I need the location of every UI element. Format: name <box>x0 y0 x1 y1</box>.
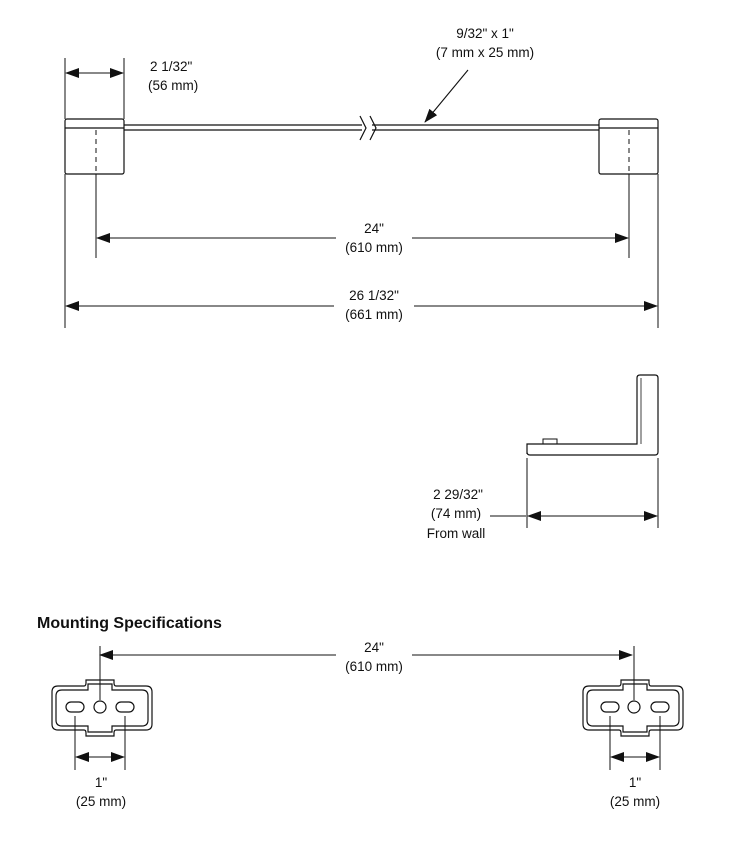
set-screw <box>542 438 558 445</box>
end-width-imperial: 2 1/32" <box>150 59 193 74</box>
end-width-metric: (56 mm) <box>148 78 198 93</box>
bar-section-imperial: 9/32" x 1" <box>456 26 514 41</box>
mounting-span-imperial: 24" <box>364 640 384 655</box>
right-plate-extension-lines <box>609 646 661 770</box>
projection-note: From wall <box>427 526 486 541</box>
overall-length-imperial: 26 1/32" <box>349 288 399 303</box>
left-plate-extension-lines <box>74 646 126 770</box>
center-span-imperial: 24" <box>364 221 384 236</box>
center-span-metric: (610 mm) <box>345 240 403 255</box>
mounting-span-metric: (610 mm) <box>345 659 403 674</box>
right-screw-hole <box>627 700 641 714</box>
left-mounting-plate <box>51 679 153 737</box>
right-mounting-plate <box>582 679 684 737</box>
projection-imperial: 2 29/32" <box>433 487 483 502</box>
projection-metric: (74 mm) <box>431 506 481 521</box>
projection-extension-lines <box>490 458 659 528</box>
right-slot-spacing-metric: (25 mm) <box>610 794 660 809</box>
right-slot-b <box>650 701 670 713</box>
top-view: 2 1/32" (56 mm) 9/32" x 1" (7 mm x 25 mm… <box>64 26 659 328</box>
right-slot-a <box>600 701 620 713</box>
overall-length-metric: (661 mm) <box>345 307 403 322</box>
left-slot-a <box>65 701 85 713</box>
bar-section-metric: (7 mm x 25 mm) <box>436 45 534 60</box>
bracket-profile <box>526 374 659 456</box>
mounting-title: Mounting Specifications <box>37 615 222 632</box>
side-view: 2 29/32" (74 mm) From wall <box>427 374 659 541</box>
left-slot-spacing-metric: (25 mm) <box>76 794 126 809</box>
left-slot-b <box>115 701 135 713</box>
bar-section-leader <box>424 69 469 123</box>
towel-bar-outline <box>64 115 659 175</box>
post-centerlines <box>95 130 630 172</box>
left-screw-hole <box>93 700 107 714</box>
mounting-specifications: Mounting Specifications 24" (610 mm) 1" … <box>37 615 684 809</box>
left-slot-spacing-imperial: 1" <box>95 775 108 790</box>
right-slot-spacing-imperial: 1" <box>629 775 642 790</box>
